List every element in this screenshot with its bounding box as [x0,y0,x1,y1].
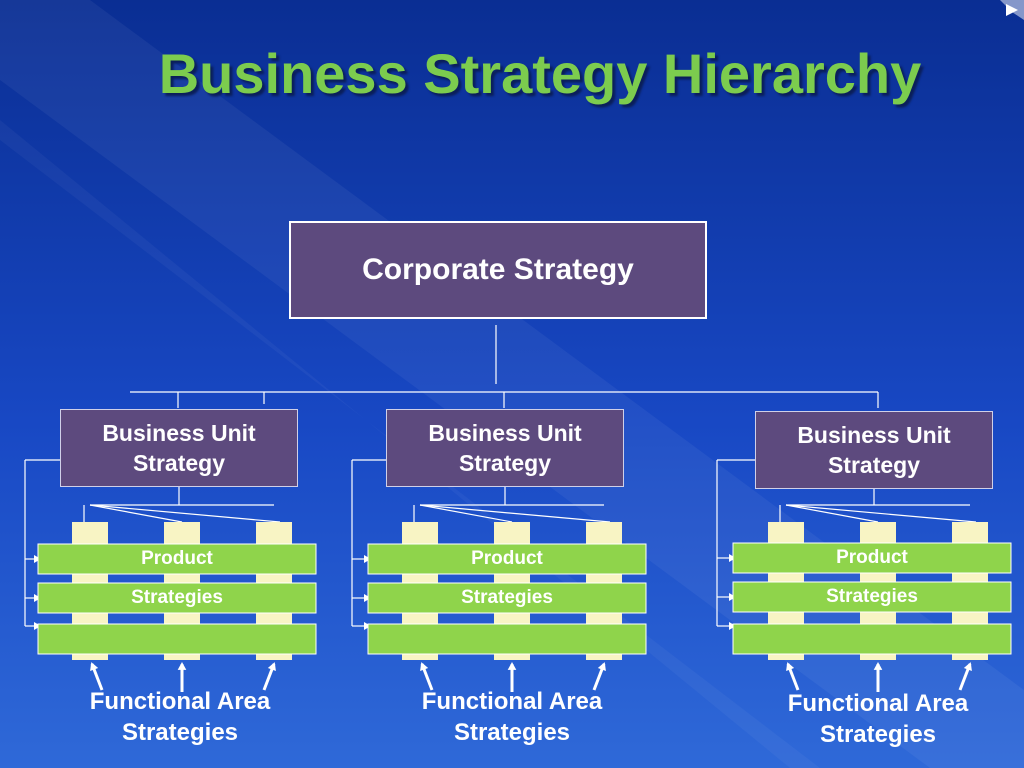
product-bar-1-1 [37,543,317,575]
business-unit-box-2: Business Unit Strategy [386,409,624,487]
functional-area-label-3: Functional Area Strategies [787,690,969,748]
strategies-label-1: Strategies [131,587,223,608]
product-bar-3-3 [732,623,1012,655]
product-bar-1-3 [37,623,317,655]
business-unit-box-1: Business Unit Strategy [60,409,298,487]
up-arrow-icon-3-1 [786,662,800,691]
corporate-strategy-box: Corporate Strategy [289,221,707,319]
business-unit-box-3: Business Unit Strategy [755,411,993,489]
product-bar-1-2 [37,582,317,614]
product-label-3: Product [836,547,908,568]
page-title: Business Strategy Hierarchy [158,42,922,105]
post-link-line-1-3 [89,504,281,523]
functional-area-label-2: Functional Area Strategies [421,688,603,746]
up-arrow-icon-1-3 [262,662,276,691]
post-link-line-2-3 [419,504,611,523]
strategies-label-2: Strategies [461,587,553,608]
up-arrow-icon-2-1 [420,662,434,691]
up-arrow-icon-1-2 [177,662,187,692]
up-arrow-icon-1-1 [90,662,104,691]
product-bar-2-1 [367,543,647,575]
post-link-line-2-2 [419,504,513,523]
post-link-line-3-2 [785,504,879,523]
up-arrow-icon-2-3 [592,662,606,691]
product-bar-2-3 [367,623,647,655]
product-bar-3-2 [732,581,1012,613]
product-bar-3-1 [732,542,1012,574]
product-label-1: Product [141,548,213,569]
post-link-line-1-2 [89,504,183,523]
up-arrow-icon-3-3 [958,662,972,691]
product-bar-2-2 [367,582,647,614]
up-arrow-icon-2-2 [507,662,517,692]
slide-arrow-icon [1006,4,1018,16]
functional-area-label-1: Functional Area Strategies [89,688,271,746]
product-label-2: Product [471,548,543,569]
post-link-line-3-3 [785,504,977,523]
strategies-label-3: Strategies [826,586,918,607]
up-arrow-icon-3-2 [873,662,883,692]
